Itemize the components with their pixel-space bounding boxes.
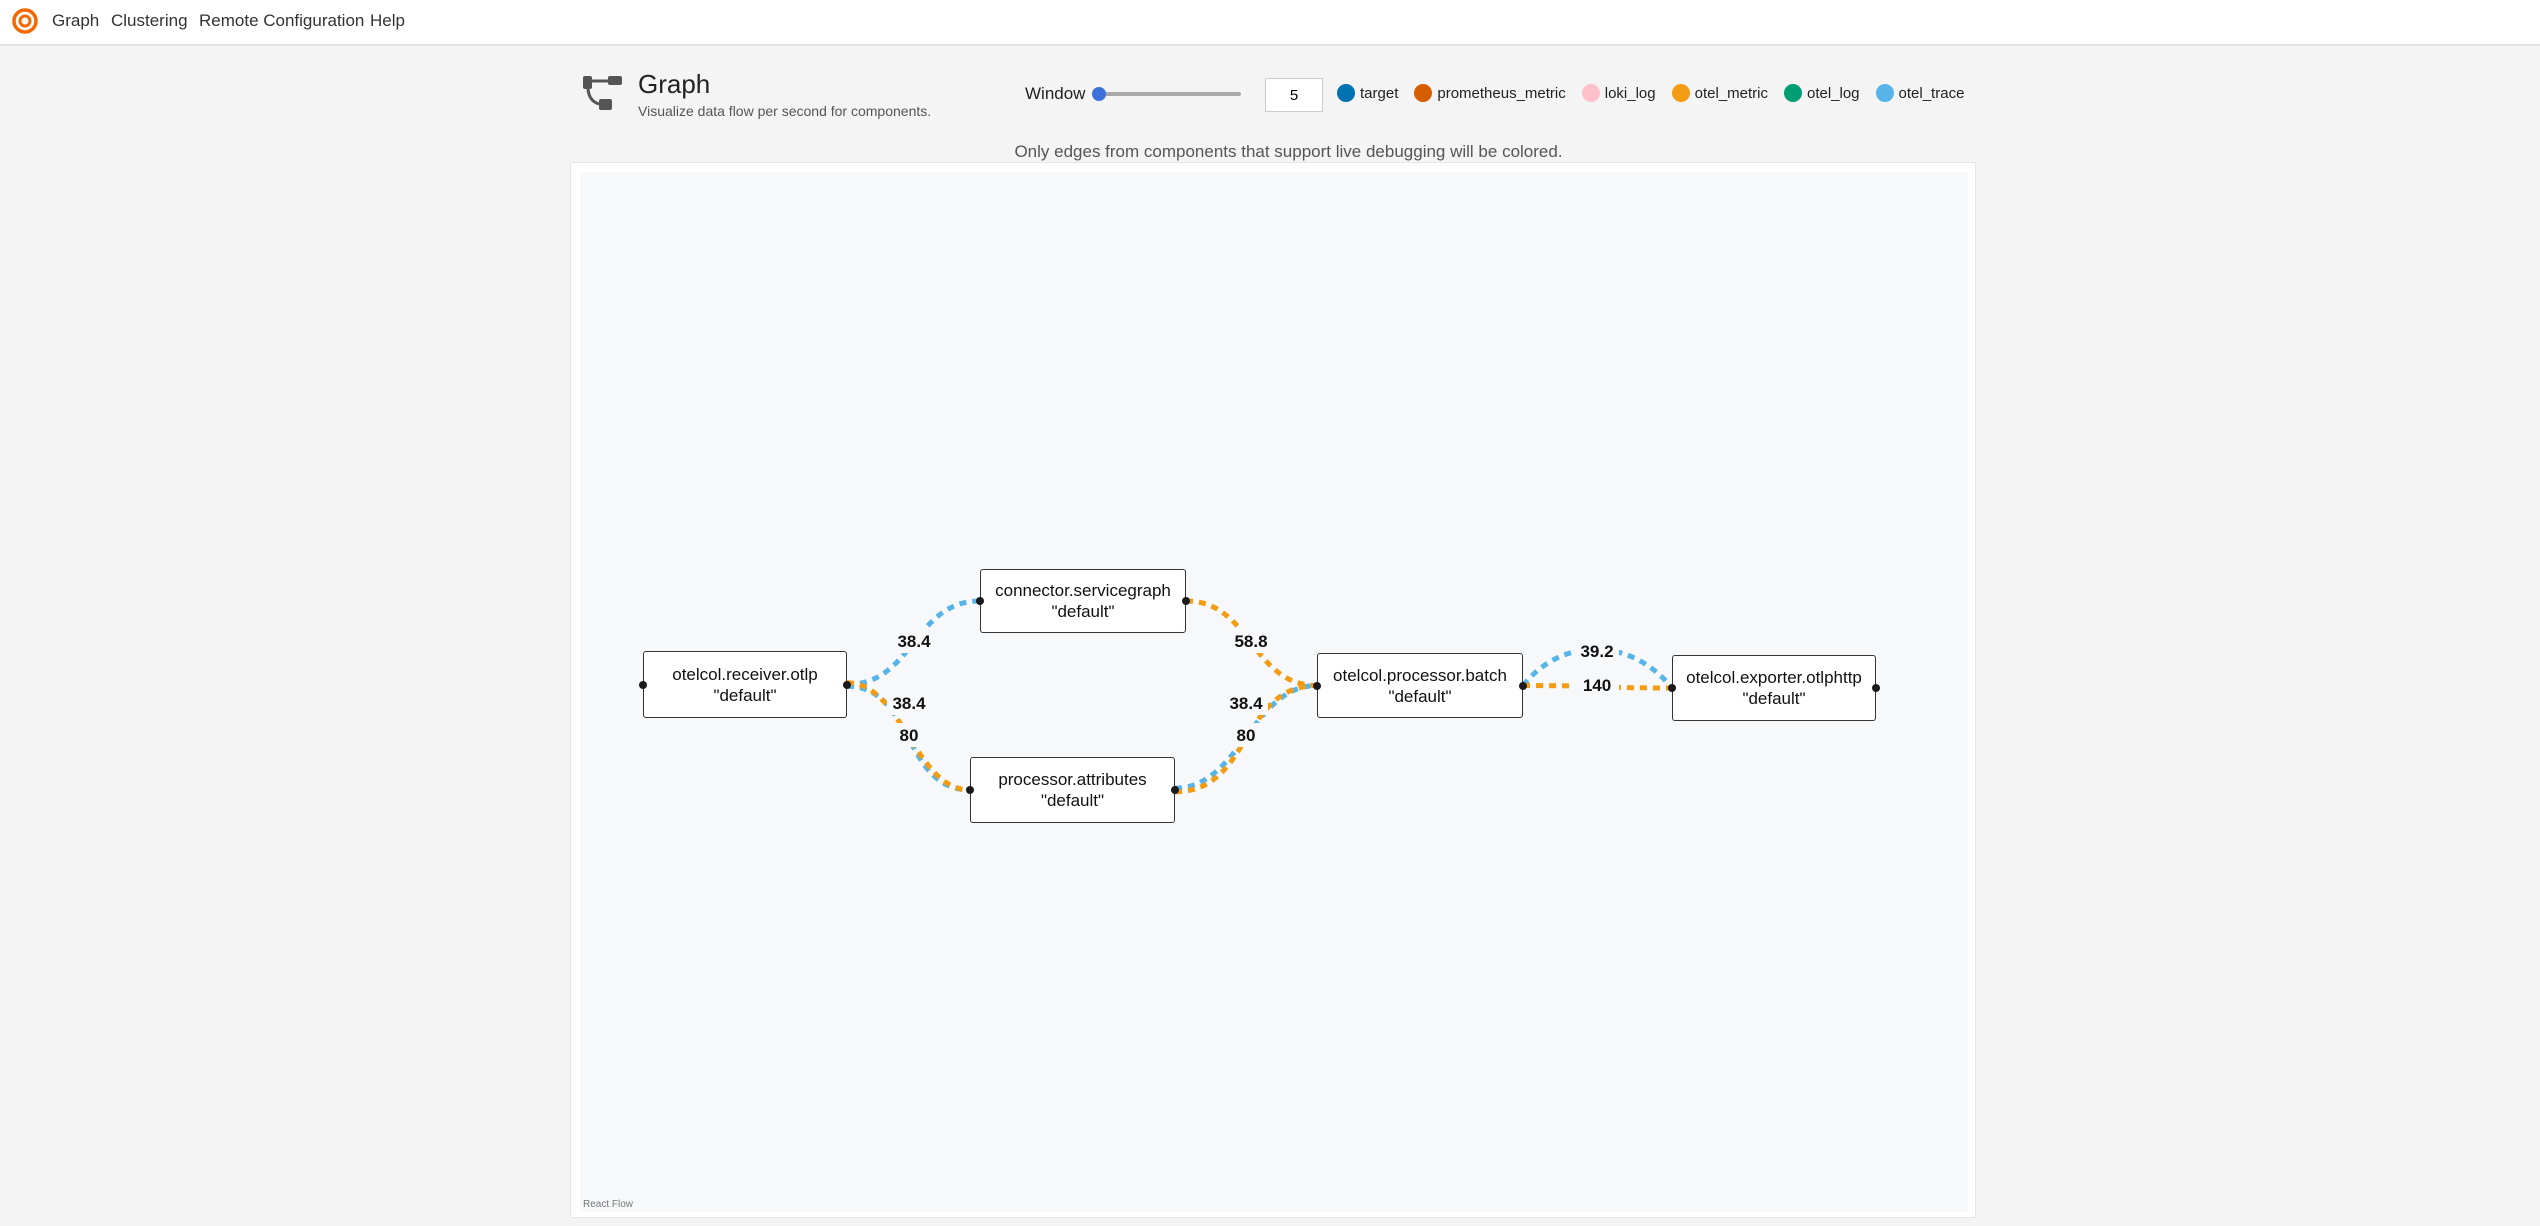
react-flow-attribution[interactable]: React Flow xyxy=(583,1199,634,1210)
node-name: otelcol.receiver.otlp xyxy=(672,664,818,684)
window-input[interactable] xyxy=(1265,78,1323,112)
handle-left[interactable] xyxy=(976,597,984,605)
node-label: "default" xyxy=(1040,791,1105,810)
node-name: otelcol.processor.batch xyxy=(1333,665,1507,685)
legend-label: otel_log xyxy=(1806,84,1860,102)
handle-right[interactable] xyxy=(1519,681,1527,690)
handle-right[interactable] xyxy=(1182,597,1190,605)
node-exporter[interactable]: otelcol.exporter.otlphttp "default" xyxy=(1672,655,1876,721)
handle-left[interactable] xyxy=(966,786,974,794)
handle-right[interactable] xyxy=(1171,786,1179,794)
live-debugging-note: Only edges from components that support … xyxy=(1014,142,1563,161)
legend-dot-icon xyxy=(1875,84,1894,102)
node-attributes[interactable]: processor.attributes "default" xyxy=(970,757,1175,823)
legend-dot-icon xyxy=(1337,84,1355,102)
nav-remote-configuration[interactable]: Remote Configuration xyxy=(199,11,365,30)
node-label: "default" xyxy=(713,685,777,705)
page-title: Graph xyxy=(638,69,711,99)
graph-icon xyxy=(583,76,622,110)
handle-right[interactable] xyxy=(843,680,851,689)
legend-dot-icon xyxy=(1581,84,1600,102)
legend-item-loki_log: loki_log xyxy=(1581,84,1656,102)
node-label: "default" xyxy=(1051,602,1115,621)
logo-icon[interactable] xyxy=(12,8,38,34)
node-label: "default" xyxy=(1388,686,1452,706)
node-name: otelcol.exporter.otlphttp xyxy=(1686,668,1862,687)
top-nav: Graph Clustering Remote Configuration He… xyxy=(0,0,2540,46)
legend-label: otel_metric xyxy=(1694,84,1768,102)
legend-dot-icon xyxy=(1414,84,1433,102)
handle-right[interactable] xyxy=(1872,684,1880,692)
legend-item-otel_trace: otel_trace xyxy=(1875,84,1965,102)
node-servicegraph[interactable]: connector.servicegraph "default" xyxy=(980,569,1186,633)
node-receiver[interactable]: otelcol.receiver.otlp"default" xyxy=(643,651,847,718)
legend-label: otel_trace xyxy=(1898,84,1965,102)
nav-help[interactable]: Help xyxy=(370,11,405,30)
handle-left[interactable] xyxy=(639,680,647,689)
page-subtitle: Visualize data flow per second for compo… xyxy=(638,103,932,119)
nav-graph[interactable]: Graph xyxy=(52,11,100,30)
legend-item-target: target xyxy=(1337,84,1398,102)
legend-dot-icon xyxy=(1783,84,1802,102)
legend-item-prometheus_metric: prometheus_metric xyxy=(1414,84,1566,102)
nav-clustering[interactable]: Clustering xyxy=(111,11,188,30)
node-label: "default" xyxy=(1742,689,1806,708)
legend-item-otel_log: otel_log xyxy=(1783,84,1860,102)
node-batch[interactable]: otelcol.processor.batch"default" xyxy=(1317,653,1523,718)
window-slider-thumb[interactable] xyxy=(1092,87,1106,101)
handle-left[interactable] xyxy=(1313,681,1321,690)
legend-item-otel_metric: otel_metric xyxy=(1671,84,1768,102)
node-name: processor.attributes xyxy=(998,770,1147,789)
legend-dot-icon xyxy=(1671,84,1690,102)
legend-label: target xyxy=(1360,84,1399,102)
handle-left[interactable] xyxy=(1668,684,1676,692)
window-slider[interactable] xyxy=(1094,92,1241,96)
node-name: connector.servicegraph xyxy=(995,581,1171,600)
legend-label: prometheus_metric xyxy=(1437,84,1566,102)
legend-label: loki_log xyxy=(1604,84,1656,102)
legend: target prometheus_metric loki_log otel_metr… xyxy=(1337,84,1964,102)
window-label: Window xyxy=(1025,84,1086,103)
